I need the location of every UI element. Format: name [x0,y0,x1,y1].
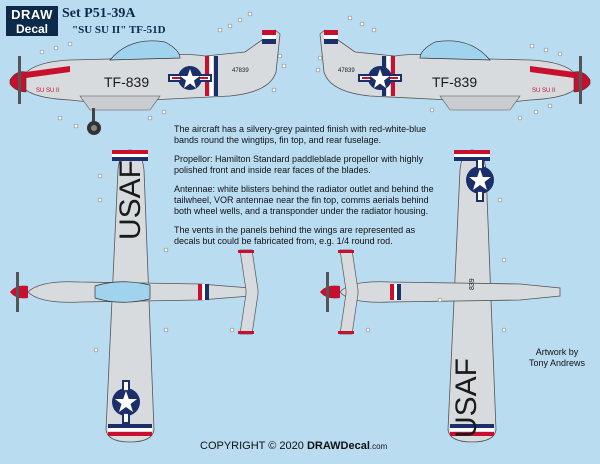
bottom-small-number: 839 [469,278,476,290]
note-vents: The vents in the panels behind the wings… [174,225,416,246]
notes-panel: The aircraft has a silvery-grey painted … [174,124,440,255]
bottom-usaf: USAF [450,358,483,438]
right-buzz-number: TF-839 [432,74,477,90]
top-usaf: USAF [114,160,147,240]
note-propellor: Propellor: Hamilton Standard paddleblade… [174,154,424,175]
left-name-art: SU SU II [36,88,60,94]
note-finish: The aircraft has a silvery-grey painted … [174,124,427,145]
top-view: USAF [10,149,259,443]
right-tail-serial: 47839 [338,68,355,74]
aircraft-subtitle: "SU SU II" TF-51D [72,24,166,36]
artwork-credit-line1: Artwork by [535,347,579,357]
bottom-view: USAF 839 [320,149,561,443]
copyright-suffix: .com [369,442,388,451]
set-title: Set P51-39A [62,6,136,21]
right-name-art: SU SU II [532,88,556,94]
copyright-brand: DRAWDecal [306,440,370,452]
left-profile-view: TF-839 47839 SU SU II [9,11,287,135]
right-profile-view: TF-839 47839 SU SU II [315,15,591,121]
logo-line2: Decal [15,22,49,36]
drawdecal-logo: DRAW Decal [6,6,58,36]
logo-line1: DRAW [11,7,53,22]
copyright-notice: COPYRIGHT © 2020 DRAWDecal.com [200,440,387,452]
left-buzz-number: TF-839 [104,74,149,90]
left-tail-serial: 47839 [232,68,249,74]
copyright-prefix: COPYRIGHT © 2020 [200,440,307,452]
artwork-credit-line2: Tony Andrews [528,358,586,368]
artwork-credit: Artwork by Tony Andrews [522,347,592,369]
note-antennae: Antennae: white blisters behind the radi… [174,184,434,216]
